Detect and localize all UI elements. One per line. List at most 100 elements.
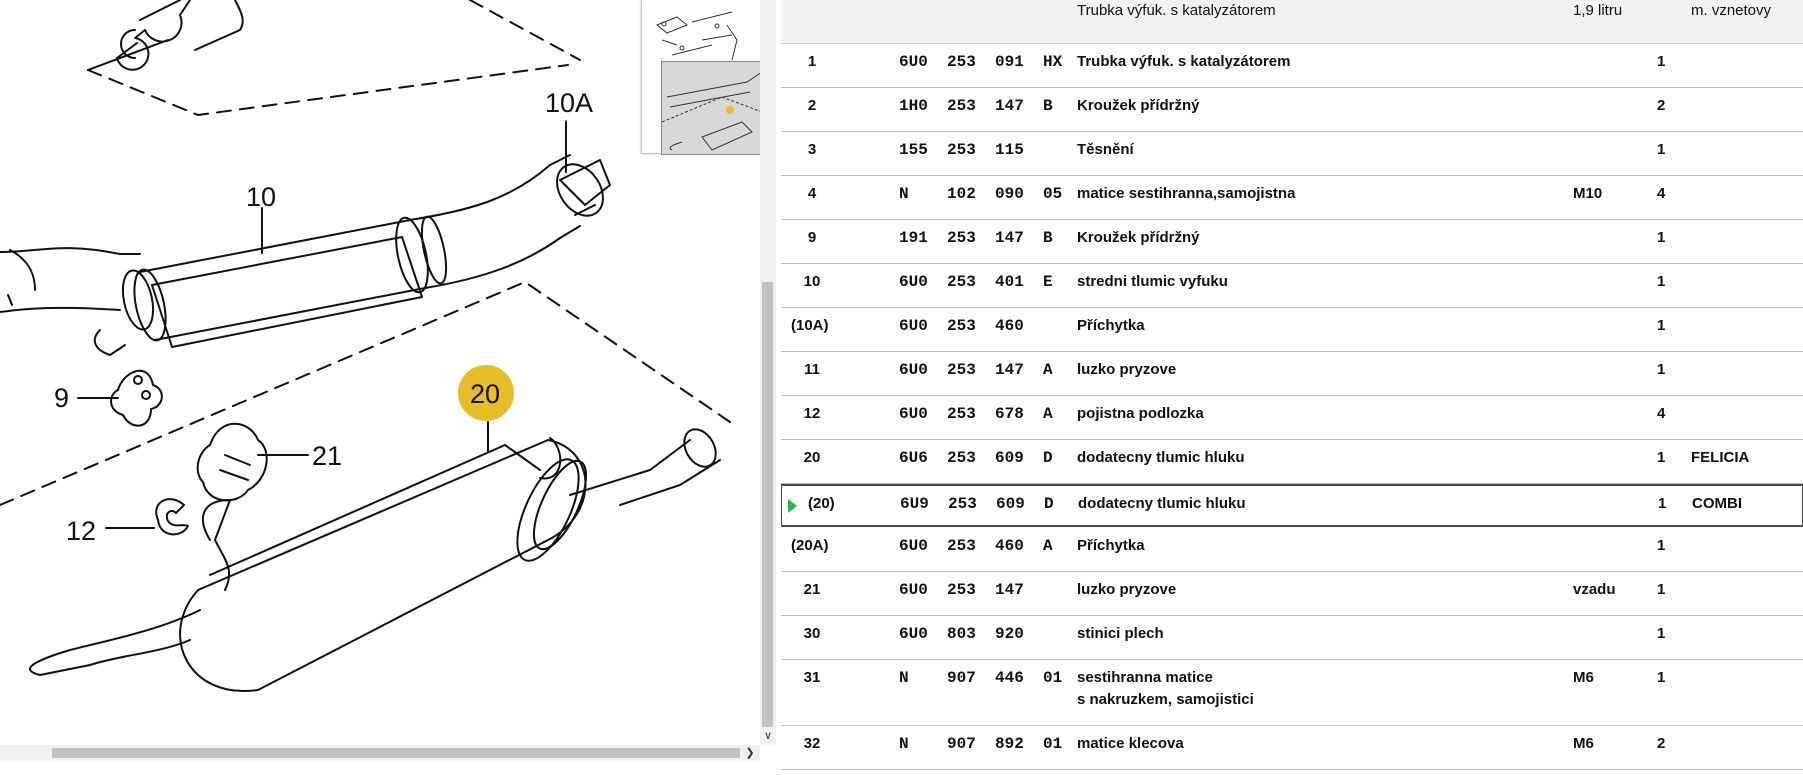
cell-description: sestihranna matice bbox=[1077, 669, 1213, 686]
cell-quantity: 1 bbox=[1657, 669, 1666, 686]
table-row[interactable]: 31 N 907 446 01 sestihranna matice M6 1 s nak… bbox=[781, 660, 1803, 726]
cell-part-number: 6U0 253 401 E bbox=[899, 273, 1053, 291]
cell-description: Trubka výfuk. s katalyzátorem bbox=[1077, 53, 1291, 70]
exhaust-diagram[interactable]: 10A 10 9 20 21 12 bbox=[0, 0, 760, 745]
cell-description: luzko pryzove bbox=[1077, 361, 1177, 378]
cell-part-number: N 907 446 01 bbox=[899, 669, 1063, 687]
cell-quantity: 1 bbox=[1657, 229, 1666, 246]
cell-part-number: 6U9 253 609 D bbox=[900, 495, 1054, 513]
horizontal-scroll-thumb[interactable] bbox=[52, 748, 740, 758]
exploded-diagram-pane[interactable]: 10A 10 9 20 21 12 bbox=[0, 0, 776, 775]
header-description: Trubka výfuk. s katalyzátorem bbox=[1077, 2, 1276, 19]
cell-description: Kroužek přídržný bbox=[1077, 97, 1200, 114]
cell-part-number: 6U0 253 460 bbox=[899, 317, 1024, 335]
cell-position: 4 bbox=[807, 185, 817, 202]
cell-part-number: 6U0 253 147 bbox=[899, 581, 1024, 599]
table-row[interactable]: 10 6U0 253 401 E stredni tlumic vyfuku 1 bbox=[781, 264, 1803, 308]
cell-description: Příchytka bbox=[1077, 537, 1145, 554]
cell-description: stredni tlumic vyfuku bbox=[1077, 273, 1228, 290]
cell-description: Příchytka bbox=[1077, 317, 1145, 334]
cell-part-number: 6U0 253 460 A bbox=[899, 537, 1053, 555]
callout-label[interactable]: 10 bbox=[246, 182, 276, 212]
cell-model: FELICIA bbox=[1691, 449, 1750, 466]
table-row[interactable]: (10A) 6U0 253 460 Příchytka 1 bbox=[781, 308, 1803, 352]
cell-position: 31 bbox=[803, 669, 821, 686]
table-row[interactable]: 11 6U0 253 147 A luzko pryzove 1 bbox=[781, 352, 1803, 396]
table-header: Trubka výfuk. s katalyzátorem 1,9 litru … bbox=[781, 0, 1803, 44]
cell-part-number: 155 253 115 bbox=[899, 141, 1024, 159]
thumbnail-viewport[interactable] bbox=[661, 61, 769, 155]
cell-note: M6 bbox=[1573, 669, 1594, 686]
diagram-horizontal-scrollbar[interactable]: ❯ bbox=[0, 745, 760, 761]
cell-quantity: 1 bbox=[1657, 449, 1666, 466]
header-model: m. vznetovy bbox=[1691, 2, 1772, 19]
callout-label[interactable]: 21 bbox=[312, 441, 342, 471]
cell-part-number: 6U6 253 609 D bbox=[899, 449, 1053, 467]
cell-position: (20) bbox=[808, 495, 835, 512]
cell-position: 30 bbox=[803, 625, 821, 642]
callout-label[interactable]: 20 bbox=[470, 379, 500, 409]
cell-description: matice sestihranna,samojistna bbox=[1077, 185, 1296, 202]
cell-quantity: 1 bbox=[1657, 361, 1666, 378]
cell-description: dodatecny tlumic hluku bbox=[1077, 449, 1245, 466]
cell-position: 2 bbox=[807, 97, 817, 114]
cell-quantity: 1 bbox=[1657, 625, 1666, 642]
cell-part-number: 1H0 253 147 B bbox=[899, 97, 1053, 115]
table-row[interactable]: 3 155 253 115 Těsnění 1 bbox=[781, 132, 1803, 176]
cell-position: 10 bbox=[803, 273, 821, 290]
cell-description: dodatecny tlumic hluku bbox=[1078, 495, 1246, 512]
cell-quantity: 1 bbox=[1657, 53, 1666, 70]
cell-description-line2: s nakruzkem, samojistici bbox=[1077, 691, 1254, 708]
cell-part-number: 6U0 253 147 A bbox=[899, 361, 1053, 379]
thumbnail-viewport-image bbox=[661, 71, 763, 151]
cell-position: 1 bbox=[807, 53, 817, 70]
callout-20-highlight bbox=[458, 365, 514, 421]
cell-position: 21 bbox=[803, 581, 821, 598]
cell-description: stinici plech bbox=[1077, 625, 1164, 642]
cell-model: COMBI bbox=[1692, 495, 1742, 512]
cell-position: 9 bbox=[807, 229, 817, 246]
cell-description: pojistna podlozka bbox=[1077, 405, 1204, 422]
cell-quantity: 4 bbox=[1657, 405, 1666, 422]
cell-quantity: 1 bbox=[1657, 273, 1666, 290]
cell-quantity: 4 bbox=[1657, 185, 1666, 202]
table-row[interactable]: 1 6U0 253 091 HX Trubka výfuk. s katalyzát… bbox=[781, 44, 1803, 88]
cell-part-number: 6U0 803 920 bbox=[899, 625, 1024, 643]
diagram-vertical-scrollbar[interactable]: ∨ bbox=[760, 0, 776, 745]
table-row[interactable]: (20) 6U9 253 609 D dodatecny tlumic hluku 1… bbox=[781, 484, 1803, 527]
cell-part-number: N 102 090 05 bbox=[899, 185, 1063, 203]
callout-label[interactable]: 12 bbox=[66, 516, 96, 546]
cell-quantity: 1 bbox=[1658, 495, 1667, 512]
cell-quantity: 1 bbox=[1657, 141, 1666, 158]
table-row[interactable]: 2 1H0 253 147 B Kroužek přídržný 2 bbox=[781, 88, 1803, 132]
cell-quantity: 1 bbox=[1657, 537, 1666, 554]
cell-description: Kroužek přídržný bbox=[1077, 229, 1200, 246]
scroll-right-arrow-icon[interactable]: ❯ bbox=[745, 747, 755, 759]
cell-position: 3 bbox=[807, 141, 817, 158]
callout-label[interactable]: 10A bbox=[545, 88, 593, 118]
cell-part-number: 6U0 253 091 HX bbox=[899, 53, 1063, 71]
cell-description: matice klecova bbox=[1077, 735, 1184, 752]
cell-quantity: 2 bbox=[1657, 735, 1666, 752]
callout-label[interactable]: 9 bbox=[54, 383, 69, 413]
header-engine: 1,9 litru bbox=[1573, 2, 1623, 19]
diagram-thumbnail-navigator[interactable] bbox=[641, 0, 770, 155]
cell-quantity: 2 bbox=[1657, 97, 1666, 114]
scroll-down-arrow-icon[interactable]: ∨ bbox=[763, 730, 773, 742]
cell-position: (10A) bbox=[791, 317, 829, 334]
cell-part-number: 191 253 147 B bbox=[899, 229, 1053, 247]
cell-quantity: 1 bbox=[1657, 317, 1666, 334]
cell-position: 32 bbox=[803, 735, 821, 752]
table-row[interactable]: 9 191 253 147 B Kroužek přídržný 1 bbox=[781, 220, 1803, 264]
vertical-scroll-thumb[interactable] bbox=[762, 282, 773, 727]
table-row[interactable]: 30 6U0 803 920 stinici plech 1 bbox=[781, 616, 1803, 660]
cell-position: 11 bbox=[804, 361, 820, 378]
cell-description: Těsnění bbox=[1077, 141, 1134, 158]
table-row[interactable]: 4 N 102 090 05 matice sestihranna,samojist… bbox=[781, 176, 1803, 220]
cell-position: 12 bbox=[803, 405, 821, 422]
